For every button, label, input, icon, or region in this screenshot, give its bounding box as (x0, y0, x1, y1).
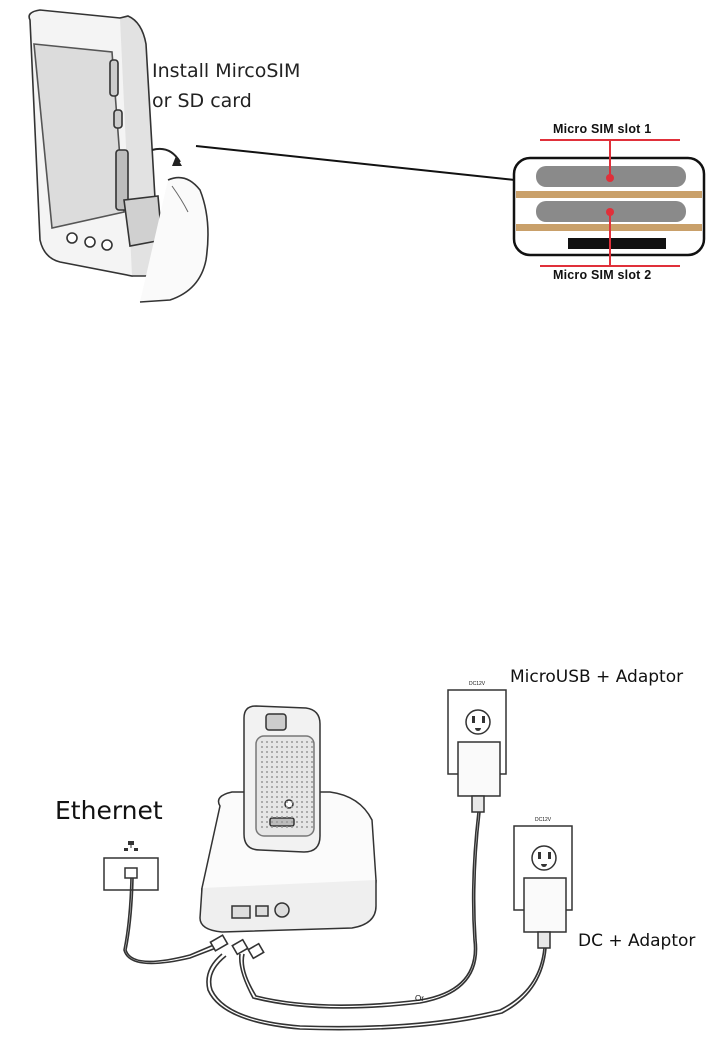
dc-adaptor-label: DC + Adaptor (578, 931, 695, 951)
sim-slot-1-label: Micro SIM slot 1 (553, 122, 651, 136)
ethernet-label: Ethernet (55, 796, 163, 825)
sim-slot-2-label: Micro SIM slot 2 (553, 268, 651, 282)
outlet-rating-2: DC12V (535, 817, 551, 823)
outlet-rating-1: DC12V (469, 681, 485, 687)
install-sim-label: Install MircoSIM or SD card (152, 56, 300, 116)
wall-outlet-dc (514, 826, 572, 948)
install-label-line1: Install MircoSIM (152, 56, 300, 86)
or-label: Or (415, 994, 424, 1003)
charging-cradle (200, 706, 376, 932)
phone-side-illustration (29, 10, 208, 302)
leader-line (196, 146, 515, 180)
microusb-adaptor-label: MicroUSB + Adaptor (510, 667, 683, 687)
wall-outlet-microusb (448, 690, 506, 812)
install-label-line2: or SD card (152, 86, 300, 116)
